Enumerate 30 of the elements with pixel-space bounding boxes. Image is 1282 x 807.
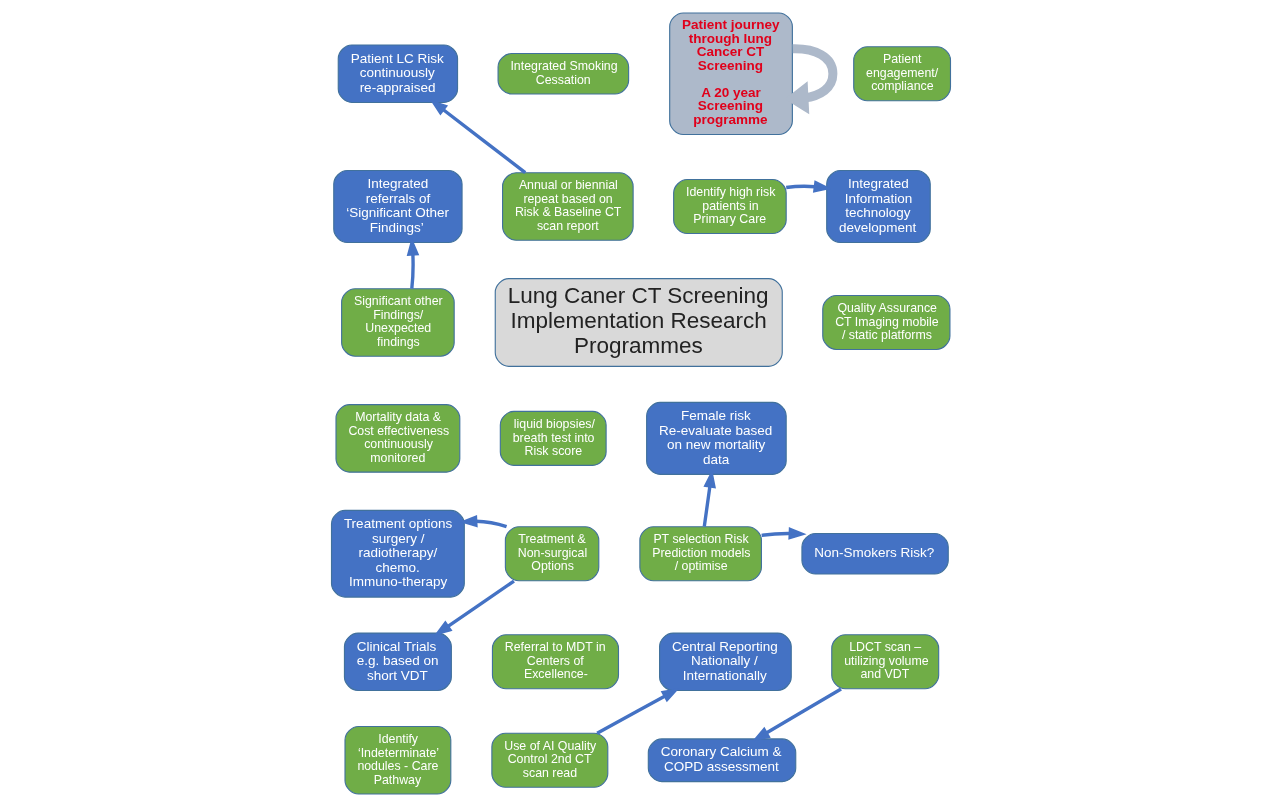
arrow [761,527,807,540]
node-box: Integrated Information technology development [826,169,931,244]
node-box: Patient engagement/ compliance [853,46,952,102]
node-box: Significant other Findings/ Unexpected findings [341,288,455,357]
node-box: Treatment options surgery / radiotherapy/ chemo. Immuno-therapy [330,509,465,598]
node-box: Integrated referrals of ‘Significant Other Findings’ [333,169,463,244]
node-box: Referral to MDT in Centers of Excellence- [491,634,620,690]
node-box: Quality Assurance CT Imaging mobile / static platforms [822,294,951,351]
node-box: Identify high risk patients in Primary Care [673,178,787,235]
node-box: Use of AI Quality Control 2nd CT scan read [491,732,609,788]
node-box: Integrated Smoking Cessation [497,52,630,95]
arrow [596,688,680,735]
node-box: Non-Smokers Risk? [801,532,949,575]
node-box: Identify ‘Indeterminate’ nodules - Care Pathway [344,725,452,795]
node-box: liquid biopsies/ breath test into Risk score [499,410,607,466]
node-box: Central Reporting Nationally / Internationally [659,632,792,692]
node-box: Clinical Trials e.g. based on short VDT [343,632,452,692]
node-box: Patient journey through lung Cancer CT Screening A 20 year Screening programme [669,12,793,136]
node-box: Coronary Calcium & COPD assessment [647,738,797,783]
node-box: Patient LC Risk continuously re-appraised [337,44,459,103]
arrow [429,99,527,175]
node-box: PT selection Risk Prediction models / optimise [639,526,762,582]
arrow [434,579,515,636]
node-box: Treatment & Non-surgical Options [504,526,600,582]
node-box: Annual or biennial repeat based on Risk & Baseline CT scan report [502,172,634,241]
node-box: LDCT scan – utilizing volume and VDT [831,634,940,690]
arrow [751,687,842,742]
node-box: Female risk Re-evaluate based on new mortality data [646,401,787,475]
node-box: Mortality data & Cost effectiveness continuously monitored [335,404,461,473]
node-box: Lung Caner CT Screening Implementation Research Programmes [494,278,783,367]
